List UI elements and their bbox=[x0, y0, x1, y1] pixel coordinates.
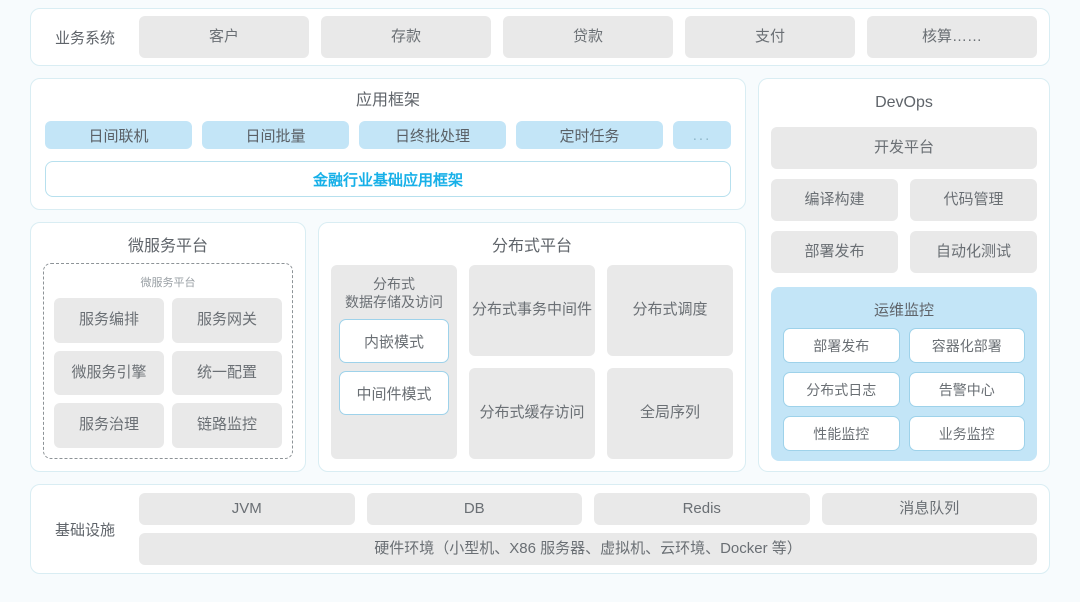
devops-item-deploy-release[interactable]: 部署发布 bbox=[771, 231, 898, 273]
infrastructure-item-jvm[interactable]: JVM bbox=[139, 493, 355, 525]
infrastructure-item-message-queue[interactable]: 消息队列 bbox=[821, 493, 1037, 525]
distributed-item-cache-access[interactable]: 分布式 缓存访问 bbox=[469, 368, 595, 459]
distributed-item-global-sequence[interactable]: 全局序列 bbox=[607, 368, 733, 459]
business-system-label: 业务系统 bbox=[54, 29, 115, 47]
devops-item-automated-testing[interactable]: 自动化测试 bbox=[910, 231, 1037, 273]
ops-monitoring-section: 运维监控 部署发布 容器化部署 分布式日志 告警中心 性能监控 业务监控 bbox=[771, 287, 1037, 461]
distributed-platform-section: 分布式平台 分布式 数据存储及访问 内嵌模式 中间件模式 bbox=[318, 222, 746, 472]
devops-items-row-1: 编译构建 代码管理 bbox=[771, 179, 1037, 221]
microservice-item-service-gateway[interactable]: 服务网关 bbox=[172, 298, 282, 343]
app-framework-item-daytime-batch[interactable]: 日间批量 bbox=[202, 121, 349, 150]
microservice-platform-items: 服务编排 服务网关 微服务引擎 统一配置 服务治理 链路监控 bbox=[54, 298, 282, 448]
microservice-item-microservice-engine[interactable]: 微服务引擎 bbox=[54, 350, 164, 396]
distributed-item-transaction-middleware[interactable]: 分布式 事务中间件 bbox=[469, 265, 595, 356]
ops-item-distributed-logging[interactable]: 分布式日志 bbox=[783, 372, 900, 407]
app-framework-title: 应用框架 bbox=[355, 92, 420, 109]
app-framework-items: 日间联机 日间批量 日终批处理 定时任务 ... bbox=[45, 121, 731, 150]
app-framework-item-daytime-online[interactable]: 日间联机 bbox=[45, 121, 192, 150]
microservice-platform-section: 微服务平台 微服务平台 服务编排 服务网关 微服务引擎 统一配置 服务治理 链路… bbox=[30, 222, 306, 472]
microservice-item-trace-monitoring[interactable]: 链路监控 bbox=[172, 403, 282, 448]
platform-column: 应用框架 日间联机 日间批量 日终批处理 定时任务 ... 金融行业基础应用框架… bbox=[30, 78, 746, 472]
business-system-item-payment[interactable]: 支付 bbox=[685, 16, 855, 58]
financial-base-framework-bar[interactable]: 金融行业基础应用框架 bbox=[45, 161, 731, 197]
infrastructure-item-redis[interactable]: Redis bbox=[594, 493, 810, 525]
ops-item-alert-center[interactable]: 告警中心 bbox=[908, 372, 1025, 407]
microservice-item-service-governance[interactable]: 服务治理 bbox=[54, 403, 164, 448]
infrastructure-section: 基础设施 JVM DB Redis 消息队列 硬件环境（小型机、X86 服务器、… bbox=[30, 484, 1050, 574]
infrastructure-items: JVM DB Redis 消息队列 bbox=[139, 493, 1037, 525]
devops-items-row-2: 部署发布 自动化测试 bbox=[771, 231, 1037, 273]
business-system-section: 业务系统 客户 存款 贷款 支付 核算…… bbox=[30, 8, 1050, 66]
ops-item-business-monitoring[interactable]: 业务监控 bbox=[908, 416, 1025, 451]
ops-monitoring-items: 部署发布 容器化部署 分布式日志 告警中心 性能监控 业务监控 bbox=[783, 328, 1025, 451]
business-system-items: 客户 存款 贷款 支付 核算…… bbox=[139, 16, 1037, 58]
devops-item-code-management[interactable]: 代码管理 bbox=[910, 179, 1037, 221]
middle-area: 应用框架 日间联机 日间批量 日终批处理 定时任务 ... 金融行业基础应用框架… bbox=[30, 78, 1050, 472]
distributed-storage-card[interactable]: 分布式 数据存储及访问 内嵌模式 中间件模式 bbox=[331, 265, 457, 459]
devops-title: DevOps bbox=[875, 94, 933, 111]
devops-item-dev-platform[interactable]: 开发平台 bbox=[771, 127, 1037, 169]
business-system-item-accounting[interactable]: 核算…… bbox=[867, 16, 1037, 58]
ops-item-containerized-deploy[interactable]: 容器化部署 bbox=[908, 328, 1025, 363]
distributed-platform-body: 分布式 数据存储及访问 内嵌模式 中间件模式 分布式 事务中间件 bbox=[331, 265, 733, 459]
distributed-item-scheduling[interactable]: 分布式调度 bbox=[607, 265, 733, 356]
infrastructure-body: JVM DB Redis 消息队列 硬件环境（小型机、X86 服务器、虚拟机、云… bbox=[139, 493, 1037, 565]
distributed-storage-label-line2: 数据存储及访问 bbox=[345, 294, 443, 311]
distributed-item-transaction-middleware-line2: 事务中间件 bbox=[517, 301, 593, 319]
microservice-platform-inner-box: 微服务平台 服务编排 服务网关 微服务引擎 统一配置 服务治理 链路监控 bbox=[43, 263, 293, 459]
business-system-item-customer[interactable]: 客户 bbox=[139, 16, 309, 58]
distributed-storage-label: 分布式 数据存储及访问 bbox=[345, 275, 443, 311]
app-framework-section: 应用框架 日间联机 日间批量 日终批处理 定时任务 ... 金融行业基础应用框架 bbox=[30, 78, 746, 210]
devops-section: DevOps 开发平台 编译构建 代码管理 部署发布 自动化测试 运维监控 部署… bbox=[758, 78, 1050, 472]
ops-item-performance-monitoring[interactable]: 性能监控 bbox=[783, 416, 900, 451]
devops-item-compile-build[interactable]: 编译构建 bbox=[771, 179, 898, 221]
platforms-row: 微服务平台 微服务平台 服务编排 服务网关 微服务引擎 统一配置 服务治理 链路… bbox=[30, 222, 746, 472]
distributed-platform-title: 分布式平台 bbox=[491, 238, 572, 255]
infrastructure-label: 基础设施 bbox=[54, 521, 115, 539]
app-framework-item-eod-batch[interactable]: 日终批处理 bbox=[359, 121, 506, 150]
business-system-item-deposit[interactable]: 存款 bbox=[321, 16, 491, 58]
distributed-item-transaction-middleware-line1: 分布式 bbox=[471, 301, 517, 319]
business-system-item-loan[interactable]: 贷款 bbox=[503, 16, 673, 58]
microservice-item-service-orchestration[interactable]: 服务编排 bbox=[54, 298, 164, 343]
distributed-storage-mode-middleware[interactable]: 中间件模式 bbox=[339, 371, 449, 416]
distributed-storage-label-line1: 分布式 bbox=[373, 276, 415, 292]
infrastructure-hardware-bar[interactable]: 硬件环境（小型机、X86 服务器、虚拟机、云环境、Docker 等） bbox=[139, 533, 1037, 565]
microservice-item-unified-config[interactable]: 统一配置 bbox=[172, 350, 282, 396]
distributed-item-cache-access-line1: 分布式 bbox=[479, 404, 525, 422]
microservice-platform-inner-title: 微服务平台 bbox=[140, 277, 196, 289]
ops-monitoring-title: 运维监控 bbox=[873, 302, 934, 319]
distributed-storage-mode-embedded[interactable]: 内嵌模式 bbox=[339, 319, 449, 364]
infrastructure-item-db[interactable]: DB bbox=[366, 493, 582, 525]
app-framework-item-more[interactable]: ... bbox=[673, 121, 731, 150]
distributed-item-cache-access-line2: 缓存访问 bbox=[524, 404, 585, 422]
app-framework-item-scheduled-task[interactable]: 定时任务 bbox=[516, 121, 663, 150]
ops-item-deploy-release[interactable]: 部署发布 bbox=[783, 328, 900, 363]
distributed-platform-items: 分布式 事务中间件 分布式调度 分布式 缓存访问 全局序列 bbox=[469, 265, 733, 459]
distributed-storage-column: 分布式 数据存储及访问 内嵌模式 中间件模式 bbox=[331, 265, 457, 459]
microservice-platform-title: 微服务平台 bbox=[127, 238, 208, 255]
